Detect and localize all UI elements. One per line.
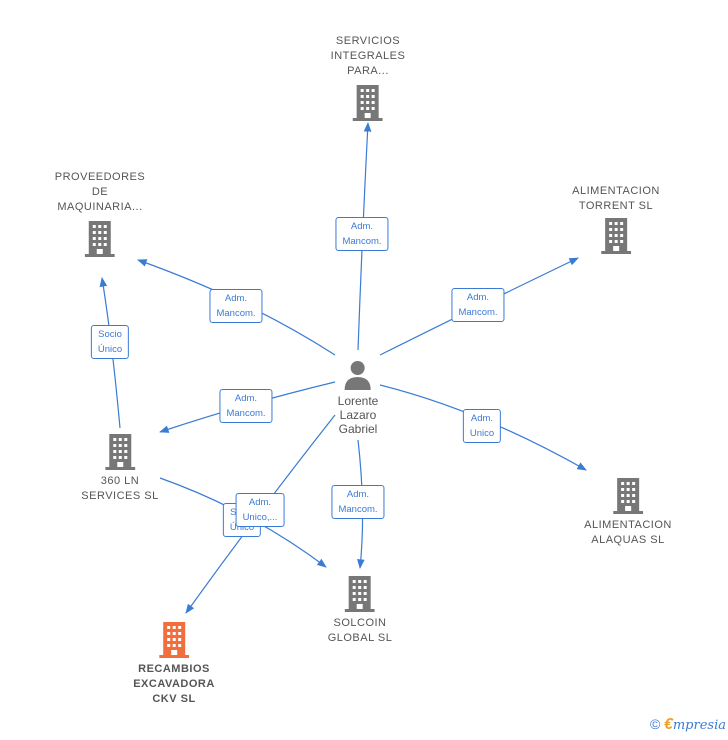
brand-name: mpresia — [672, 718, 726, 733]
edge-label[interactable]: Adm. Unico — [462, 409, 502, 443]
person-icon — [344, 361, 371, 390]
node-label: RECAMBIOS EXCAVADORA CKV SL — [133, 663, 215, 705]
edge-label[interactable]: Adm. Mancom. — [209, 289, 263, 323]
node-label: SERVICIOS INTEGRALES PARA... — [330, 35, 406, 77]
building-icon — [353, 85, 383, 121]
edge-label[interactable]: Adm. Mancom. — [219, 389, 273, 423]
node-recambios[interactable]: RECAMBIOS EXCAVADORA CKV SL — [133, 622, 215, 707]
edge-label[interactable]: Adm. Unico,... — [235, 493, 285, 527]
node-person[interactable]: Lorente Lazaro Gabriel — [337, 360, 379, 436]
edge-label[interactable]: Socio Único — [90, 325, 130, 359]
edge-label[interactable]: Adm. Mancom. — [331, 485, 385, 519]
building-icon — [104, 434, 135, 470]
node-solcoin[interactable]: SOLCOIN GLOBAL SL — [328, 576, 393, 646]
node-label: 360 LN SERVICES SL — [81, 475, 159, 502]
node-alim-torrent[interactable]: ALIMENTACION TORRENT SL — [572, 184, 660, 254]
brand-footer[interactable]: © €mpresia — [650, 716, 726, 734]
building-icon — [85, 221, 115, 257]
brand-logo-initial: € — [663, 716, 673, 733]
copyright-icon: © — [650, 716, 661, 732]
node-servicios[interactable]: SERVICIOS INTEGRALES PARA... — [331, 34, 406, 121]
building-icon — [600, 218, 631, 254]
node-label: PROVEEDORES DE MAQUINARIA... — [54, 171, 146, 213]
edge-label[interactable]: Adm. Mancom. — [451, 288, 505, 322]
node-label: ALIMENTACION ALAQUAS SL — [584, 519, 672, 546]
edge-label[interactable]: Adm. Mancom. — [335, 217, 389, 251]
node-label: ALIMENTACION TORRENT SL — [572, 185, 660, 212]
node-label: Lorente Lazaro Gabriel — [337, 394, 379, 436]
node-alim-alaquas[interactable]: ALIMENTACION ALAQUAS SL — [584, 478, 672, 548]
building-icon — [158, 622, 189, 658]
building-icon — [345, 576, 375, 612]
node-proveedores[interactable]: PROVEEDORES DE MAQUINARIA... — [55, 170, 145, 257]
building-icon — [612, 478, 643, 514]
node-label: SOLCOIN GLOBAL SL — [327, 617, 393, 644]
node-ln360[interactable]: 360 LN SERVICES SL — [81, 434, 158, 504]
